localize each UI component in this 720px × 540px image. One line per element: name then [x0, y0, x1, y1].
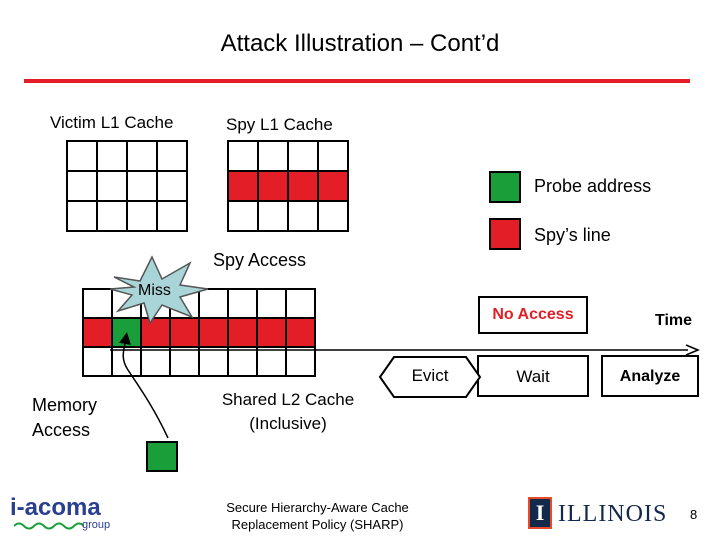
memory-access-line1: Memory: [32, 395, 98, 415]
evict-shape: [378, 356, 482, 398]
shared-l2-line2: (Inclusive): [249, 414, 327, 433]
shared-l2-line1: Shared L2 Cache: [221, 390, 355, 409]
spy-l1-cell: [287, 170, 319, 202]
spys-line-swatch: [489, 218, 521, 250]
victim-l1-cell: [96, 200, 128, 232]
iacoma-logo-sub: group: [82, 519, 111, 531]
memory-access-line2: Access: [32, 420, 91, 440]
iacoma-logo: i-acoma group: [10, 495, 135, 535]
timeline-no-access: No Access: [478, 296, 588, 334]
illinois-logo-text: ILLINOIS: [558, 501, 668, 527]
victim-l1-cell: [66, 200, 98, 232]
timeline-wait: Wait: [477, 355, 589, 397]
time-axis-arrow: [110, 344, 700, 356]
wave-icon: [14, 522, 84, 530]
shared-l2-cell: [285, 288, 316, 319]
spy-l1-cell: [287, 200, 319, 232]
miss-label: Miss: [138, 282, 171, 299]
iacoma-logo-text: i-acoma: [10, 494, 101, 521]
spy-l1-cell: [317, 200, 349, 232]
victim-l1-cell: [156, 170, 188, 202]
shared-l2-cell: [256, 288, 287, 319]
victim-l1-cell: [156, 200, 188, 232]
spy-l1-cell: [227, 200, 259, 232]
spy-l1-cell: [257, 170, 289, 202]
spy-l1-label: Spy L1 Cache: [226, 115, 333, 134]
victim-l1-cell: [156, 140, 188, 172]
miss-burst-icon: [110, 255, 209, 325]
spys-line-label: Spy’s line: [534, 225, 611, 245]
slide-title: Attack Illustration – Cont’d: [220, 30, 500, 57]
title-divider: [24, 79, 690, 83]
shared-l2-cell: [82, 288, 113, 319]
victim-l1-cell: [126, 170, 158, 202]
probe-address-label: Probe address: [534, 176, 652, 196]
spy-l1-cell: [317, 170, 349, 202]
victim-l1-cell: [66, 170, 98, 202]
memory-access-label: Memory Access: [32, 393, 97, 443]
timeline-analyze: Analyze: [601, 355, 699, 397]
victim-l1-cell: [66, 140, 98, 172]
footer-note: Secure Hierarchy-Aware Cache Replacement…: [205, 499, 430, 533]
spy-l1-cell: [287, 140, 319, 172]
shared-l2-cell: [227, 346, 258, 377]
victim-l1-label: Victim L1 Cache: [50, 113, 174, 132]
victim-l1-cell: [96, 140, 128, 172]
illinois-block-i-icon: I: [528, 497, 552, 529]
spy-l1-cell: [257, 140, 289, 172]
memory-probe-block: [146, 441, 178, 472]
evict-label: Evict: [411, 366, 449, 385]
shared-l2-label: Shared L2 Cache (Inclusive): [208, 388, 368, 436]
victim-l1-cell: [96, 170, 128, 202]
footer-note-line1: Secure Hierarchy-Aware Cache: [226, 500, 409, 515]
page-number: 8: [690, 507, 698, 522]
shared-l2-cell: [256, 346, 287, 377]
spy-l1-cell: [257, 200, 289, 232]
probe-address-swatch: [489, 171, 521, 203]
shared-l2-cell: [82, 346, 113, 377]
spy-l1-cell: [317, 140, 349, 172]
memory-access-arrow: [119, 332, 169, 439]
shared-l2-cell: [227, 288, 258, 319]
time-label: Time: [655, 312, 693, 329]
footer-note-line2: Replacement Policy (SHARP): [231, 517, 404, 532]
victim-l1-cell: [126, 140, 158, 172]
shared-l2-cell: [111, 346, 142, 377]
spy-l1-cell: [227, 140, 259, 172]
illinois-logo: I ILLINOIS: [528, 495, 673, 535]
spy-l1-cell: [227, 170, 259, 202]
spy-access-label: Spy Access: [213, 250, 307, 270]
shared-l2-cell: [169, 317, 200, 348]
shared-l2-cell: [285, 346, 316, 377]
victim-l1-cell: [126, 200, 158, 232]
shared-l2-cell: [82, 317, 113, 348]
